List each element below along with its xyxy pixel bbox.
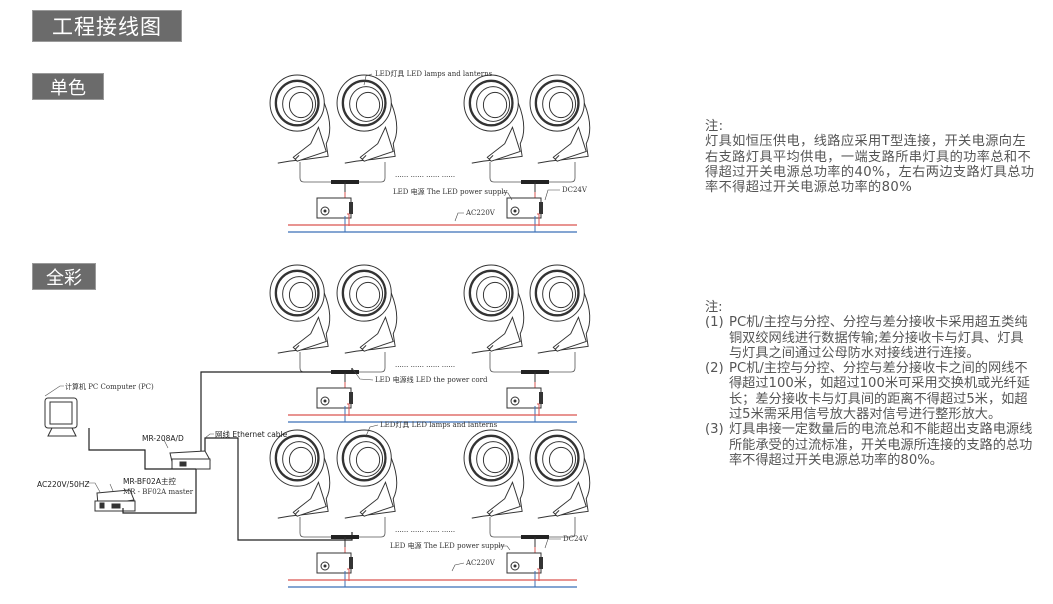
power-cord-label: LED 电源线 LED the power cord: [375, 375, 488, 384]
notes-mono: 注: 灯具如恒压供电，线路应采用T型连接，开关电源向左右支路灯具平均供电，一端支…: [705, 119, 1035, 195]
ac-voltage-label: AC220V: [465, 209, 496, 217]
led-lamp-icon: [462, 429, 525, 520]
led-power-supply-icon: [316, 197, 354, 219]
notes-mono-text: 灯具如恒压供电，线路应采用T型连接，开关电源向左右支路灯具平均供电，一端支路所串…: [705, 134, 1035, 196]
led-lamp-icon: [268, 74, 331, 165]
continuation-dots: ······ ······ ······ ······: [395, 528, 455, 536]
section-label-full-color: 全彩: [32, 263, 96, 290]
power-supply-label: LED 电源 The LED power supply: [393, 187, 508, 196]
master-controller-icon: [94, 489, 136, 512]
switch-device-icon: [169, 450, 211, 470]
power-supply-label: LED 电源 The LED power supply: [390, 541, 505, 550]
led-power-supply-icon: [506, 197, 544, 219]
section-label-mono: 单色: [32, 73, 104, 100]
note-item: (3) 灯具串接一定数量后的电流总和不能超出支路电源线所能承受的过流标准，开关电源…: [705, 422, 1035, 468]
lamp-label: LED灯具 LED lamps and lanterns: [380, 420, 498, 429]
note-item: (1) PC机/主控与分控、分控与差分接收卡采用超五类纯铜双绞网线进行数据传输;…: [705, 315, 1035, 361]
led-lamp-icon: [335, 429, 398, 520]
pc-monitor-icon: [44, 397, 78, 437]
led-power-supply-icon: [506, 552, 544, 574]
continuation-dots: ······ ······ ······ ······: [395, 173, 455, 181]
ac-voltage-label: AC220V: [465, 559, 496, 567]
notes-full-color: 注: (1) PC机/主控与分控、分控与差分接收卡采用超五类纯铜双绞网线进行数据…: [705, 300, 1035, 468]
switch-label: MR-208A/D: [142, 434, 184, 443]
notes-full-heading: 注:: [705, 300, 723, 315]
note-text: PC机/主控与分控、分控与差分接收卡采用超五类纯铜双绞网线进行数据传输;差分接收…: [729, 315, 1028, 361]
led-lamp-icon: [462, 74, 525, 165]
led-power-supply-icon: [506, 387, 544, 409]
led-power-supply-icon: [316, 387, 354, 409]
note-text: 灯具串接一定数量后的电流总和不能超出支路电源线所能承受的过流标准，开关电源所连接…: [729, 422, 1033, 468]
dc-voltage-label: DC24V: [563, 535, 589, 543]
led-lamp-icon: [335, 264, 398, 355]
led-lamp-icon: [268, 429, 331, 520]
ethernet-cables: [88, 368, 353, 541]
page-title: 工程接线图: [32, 10, 182, 42]
pc-label: 计算机 PC Computer (PC): [65, 382, 154, 391]
ac-input-label: AC220V/50HZ: [37, 480, 90, 489]
full-color-row-2: ······ ······ ······ ······: [268, 429, 591, 588]
note-number: (2): [705, 361, 724, 377]
led-lamp-icon: [528, 74, 591, 165]
master-controller-label-en: MR - BF02A master: [123, 488, 194, 496]
led-lamp-icon: [335, 74, 398, 165]
led-lamp-icon: [528, 264, 591, 355]
note-number: (3): [705, 422, 724, 438]
master-controller-label: MR-BF02A主控: [123, 476, 176, 486]
note-item: (2) PC机/主控与分控、分控与差分接收卡之间的网线不得超过100米，如超过10…: [705, 361, 1035, 422]
led-power-supply-icon: [316, 552, 354, 574]
lamp-label: LED灯具 LED lamps and lanterns: [375, 69, 493, 78]
full-color-row-1: ······ ······ ······ ······: [268, 264, 591, 423]
note-text: PC机/主控与分控、分控与差分接收卡之间的网线不得超过100米，如超过100米可…: [729, 361, 1030, 423]
mono-color-row: ······ ······ ······ ······: [268, 74, 591, 233]
dc-voltage-label: DC24V: [562, 186, 588, 194]
ethernet-cable-label: 网线 Ethernet cable: [215, 429, 288, 439]
led-lamp-icon: [268, 264, 331, 355]
note-number: (1): [705, 315, 724, 331]
notes-mono-heading: 注:: [705, 119, 724, 134]
led-lamp-icon: [462, 264, 525, 355]
led-lamp-icon: [528, 429, 591, 520]
continuation-dots: ······ ······ ······ ······: [395, 363, 455, 371]
